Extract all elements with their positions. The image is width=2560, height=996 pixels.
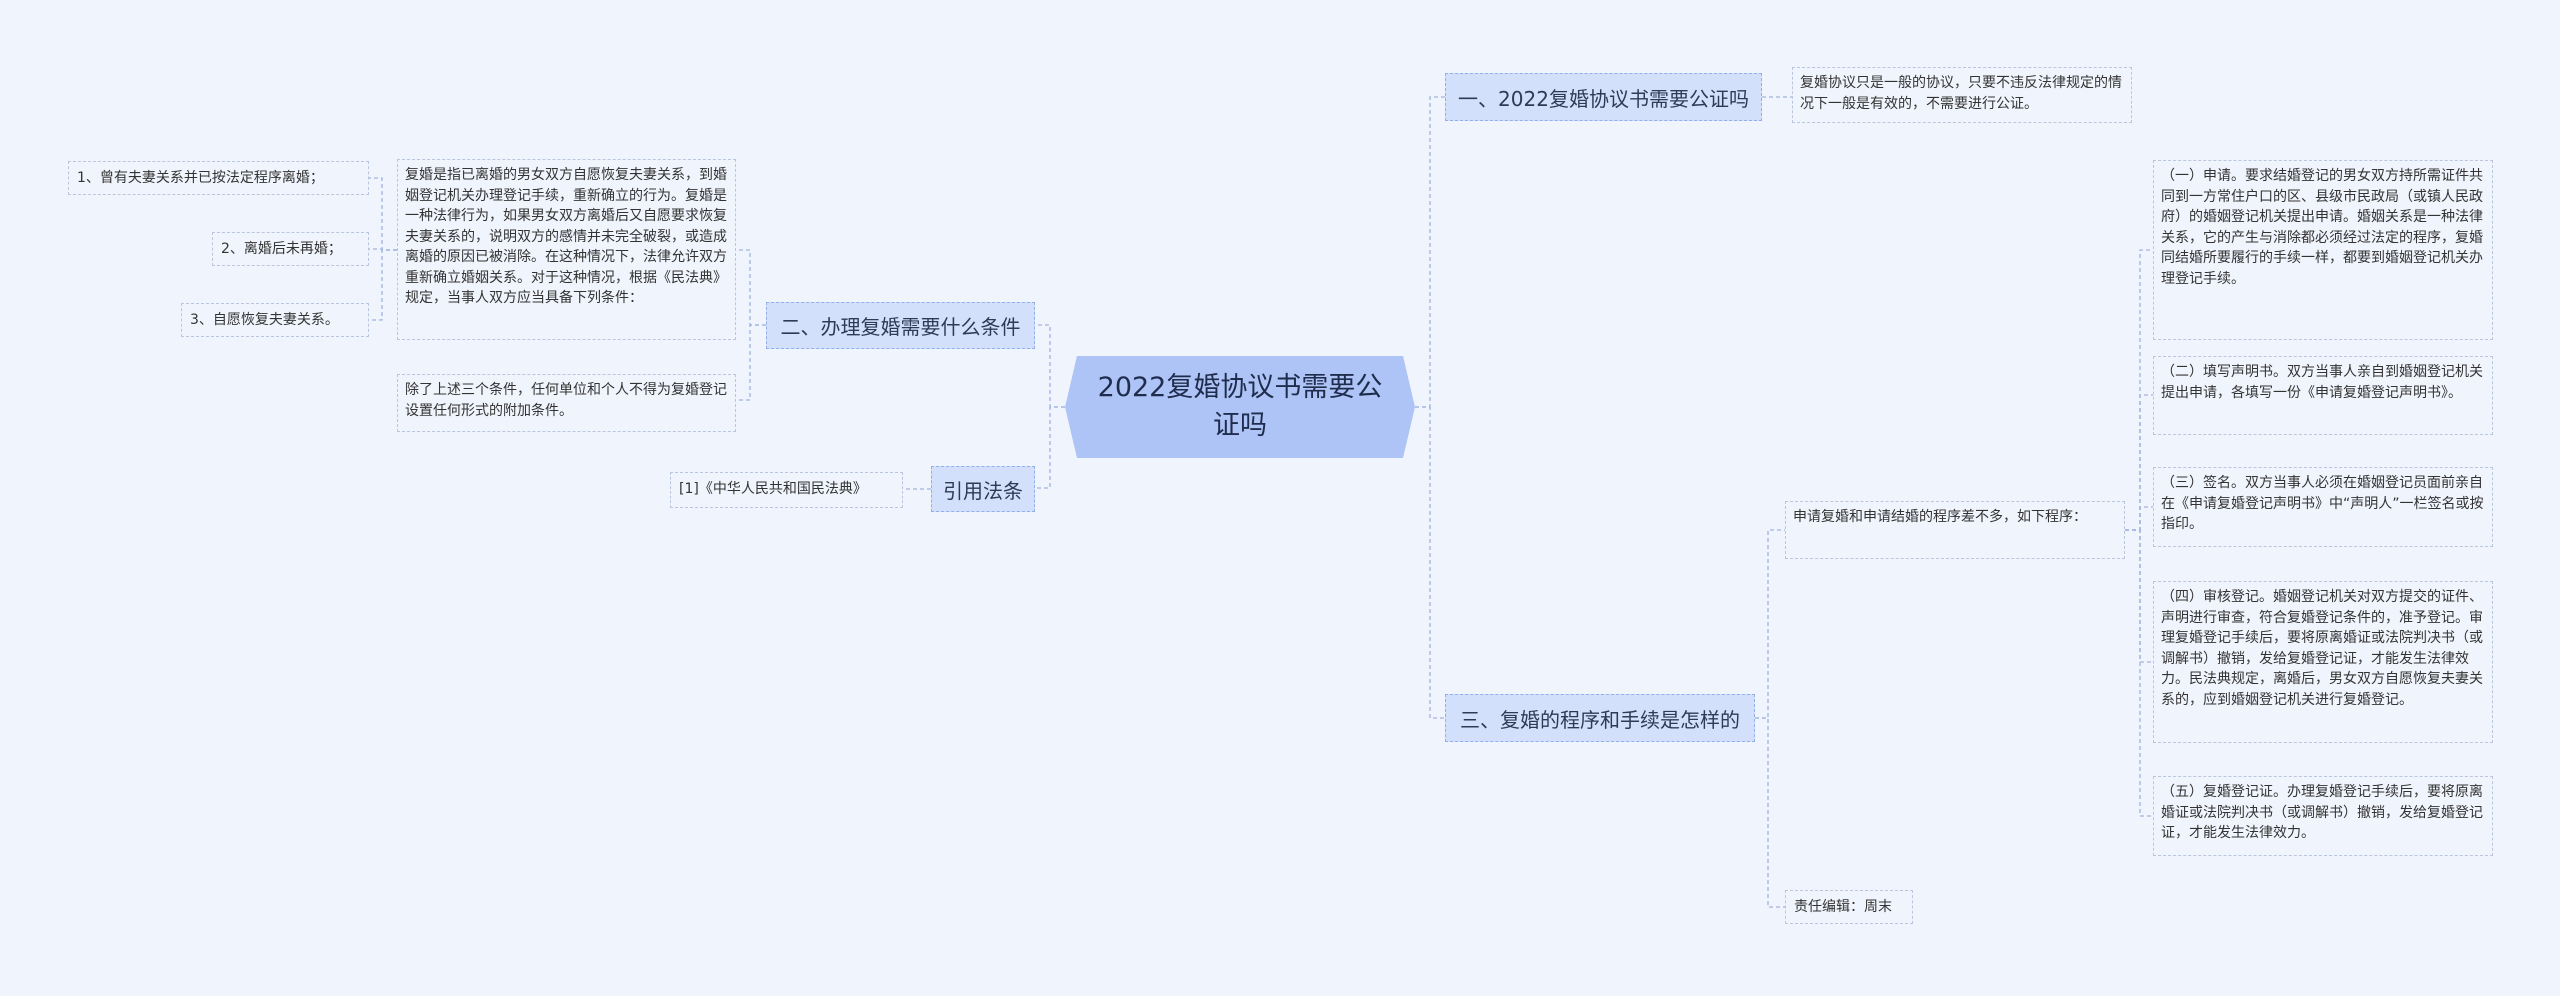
leaf-condition-1: 1、曾有夫妻关系并已按法定程序离婚； (68, 161, 369, 195)
link-root-b1 (1415, 96, 1445, 408)
link-b3-intro (1755, 529, 1785, 719)
branch-notarization[interactable]: 一、2022复婚协议书需要公证吗 (1445, 73, 1762, 121)
link-root-b4 (1035, 406, 1065, 489)
link-root-b2 (1035, 324, 1065, 408)
leaf-notarization-answer: 复婚协议只是一般的协议，只要不违反法律规定的情况下一般是有效的，不需要进行公证。 (1792, 67, 2132, 123)
link-intro-step2 (2125, 394, 2153, 531)
leaf-procedure-intro: 申请复婚和申请结婚的程序差不多，如下程序： (1785, 501, 2125, 559)
leaf-condition-3: 3、自愿恢复夫妻关系。 (181, 303, 369, 337)
branch-legal-reference[interactable]: 引用法条 (931, 466, 1035, 512)
leaf-civil-code: [1]《中华人民共和国民法典》 (670, 472, 903, 508)
branch-conditions[interactable]: 二、办理复婚需要什么条件 (766, 302, 1035, 349)
leaf-editor: 责任编辑：周末 (1785, 890, 1913, 924)
leaf-step-4: （四）审核登记。婚姻登记机关对双方提交的证件、声明进行审查，符合复婚登记条件的，… (2153, 581, 2493, 743)
link-intro-step4 (2125, 529, 2153, 663)
root-topic[interactable]: 2022复婚协议书需要公证吗 (1065, 356, 1415, 458)
leaf-step-3: （三）签名。双方当事人必须在婚姻登记员面前亲自在《申请复婚登记声明书》中“声明人… (2153, 467, 2493, 547)
link-intro-cond3 (369, 249, 397, 321)
leaf-step-2: （二）填写声明书。双方当事人亲自到婚姻登记机关提出申请，各填写一份《申请复婚登记… (2153, 356, 2493, 435)
link-b2-intro (736, 249, 766, 326)
leaf-step-5: （五）复婚登记证。办理复婚登记手续后，要将原离婚证或法院判决书（或调解书）撤销，… (2153, 776, 2493, 856)
link-b2-note (736, 324, 766, 401)
leaf-conditions-intro: 复婚是指已离婚的男女双方自愿恢复夫妻关系，到婚姻登记机关办理登记手续，重新确立的… (397, 159, 736, 340)
link-b3-editor (1755, 717, 1785, 908)
leaf-step-1: （一）申请。要求结婚登记的男女双方持所需证件共同到一方常住户口的区、县级市民政局… (2153, 160, 2493, 340)
link-root-b3 (1415, 406, 1445, 719)
leaf-conditions-note: 除了上述三个条件，任何单位和个人不得为复婚登记设置任何形式的附加条件。 (397, 374, 736, 432)
link-intro-step1 (2125, 249, 2153, 531)
leaf-condition-2: 2、离婚后未再婚； (212, 232, 369, 266)
branch-procedure[interactable]: 三、复婚的程序和手续是怎样的 (1445, 694, 1755, 742)
link-intro-step3 (2125, 506, 2153, 531)
link-intro-cond1 (369, 177, 397, 251)
link-intro-step5 (2125, 529, 2153, 817)
